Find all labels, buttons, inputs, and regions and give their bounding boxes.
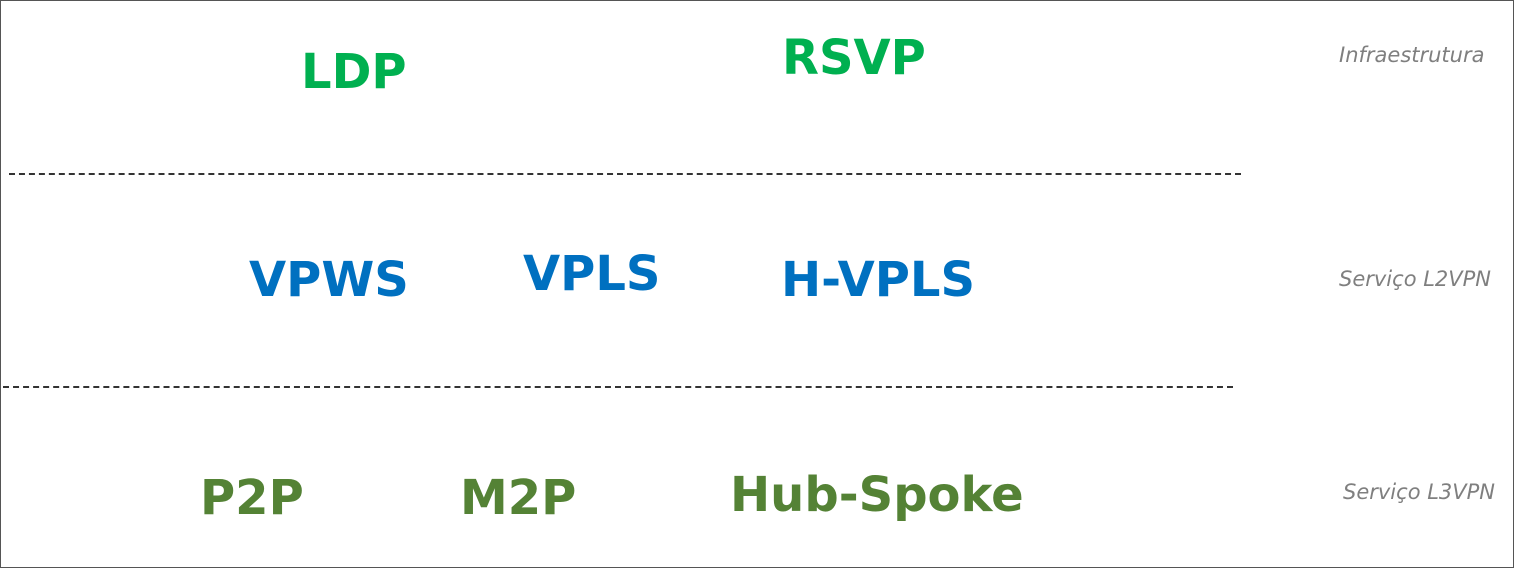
separator-l2vpn-l3vpn [3,386,1233,388]
term-vpws: VPWS [249,252,409,308]
term-hub-spoke: Hub-Spoke [730,467,1024,523]
term-rsvp: RSVP [782,30,926,86]
term-m2p: M2P [460,470,577,526]
term-ldp: LDP [301,44,407,100]
term-h-vpls: H-VPLS [781,252,976,308]
separator-infra-l2vpn [9,173,1241,175]
layer-label-l2vpn: Serviço L2VPN [1339,267,1492,291]
term-vpls: VPLS [523,246,661,302]
term-p2p: P2P [200,470,304,526]
layer-label-l3vpn: Serviço L3VPN [1343,480,1496,504]
layer-label-infrastructure: Infraestrutura [1339,43,1485,67]
